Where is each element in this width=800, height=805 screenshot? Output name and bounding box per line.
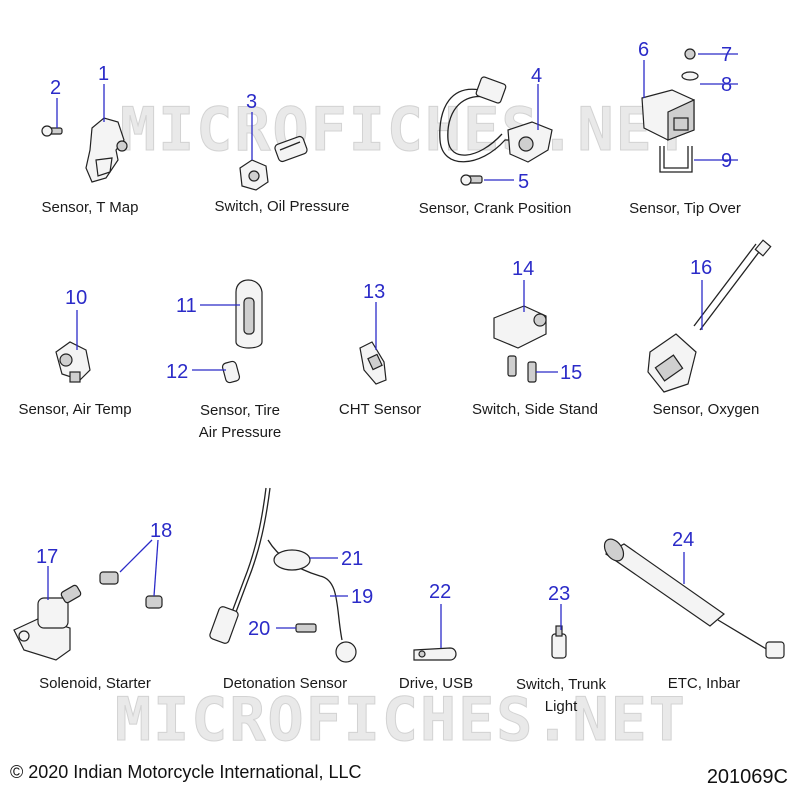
caption-oxygen-sensor: Sensor, Oxygen (652, 401, 760, 418)
caption-side-stand-switch: Switch, Side Stand (472, 401, 598, 418)
callout-13: 13 (363, 281, 385, 303)
etc-inbar-illustration (603, 538, 785, 659)
air-temp-sensor-illustration (55, 341, 91, 383)
caption-t-map-sensor: Sensor, T Map (41, 199, 139, 216)
caption-crank-position-sensor: Sensor, Crank Position (418, 200, 572, 217)
detonation-sensor-illustration (209, 487, 357, 663)
crank-position-sensor-illustration (439, 76, 553, 186)
oil-pressure-switch-illustration (239, 135, 308, 191)
callout-1: 1 (98, 63, 109, 85)
callout-20: 20 (248, 618, 270, 640)
callout-22: 22 (429, 581, 451, 603)
trunk-light-switch-illustration (551, 625, 567, 659)
side-stand-switch-illustration (493, 305, 547, 383)
cht-sensor-illustration (359, 341, 387, 385)
caption-tip-over-sensor: Sensor, Tip Over (629, 200, 741, 217)
callout-21: 21 (341, 548, 363, 570)
callout-23: 23 (548, 583, 570, 605)
oxygen-sensor-illustration (647, 239, 772, 393)
callout-7: 7 (721, 44, 732, 66)
caption-detonation-sensor: Detonation Sensor (222, 675, 348, 692)
callout-4: 4 (531, 65, 542, 87)
watermark-bottom: MICROFICHES.NET (115, 685, 687, 755)
caption-oil-pressure-switch: Switch, Oil Pressure (214, 198, 350, 215)
callout-5: 5 (518, 171, 529, 193)
callout-11: 11 (176, 295, 197, 317)
callout-18: 18 (150, 520, 172, 542)
caption-air-temp-sensor: Sensor, Air Temp (18, 401, 132, 418)
caption-cht-sensor: CHT Sensor (338, 401, 422, 418)
callout-14: 14 (512, 258, 534, 280)
callout-16: 16 (690, 257, 712, 279)
caption-starter-solenoid: Solenoid, Starter (39, 675, 151, 692)
callout-17: 17 (36, 546, 58, 568)
tip-over-sensor-illustration (641, 48, 699, 173)
callout-8: 8 (721, 74, 732, 96)
callout-2: 2 (50, 77, 61, 99)
callout-10: 10 (65, 287, 87, 309)
callout-6: 6 (638, 39, 649, 61)
callout-19: 19 (351, 586, 373, 608)
t-map-sensor-illustration (41, 117, 128, 183)
caption-usb-drive: Drive, USB (398, 675, 474, 692)
leader-line-18b (153, 539, 159, 597)
document-id: 201069C (706, 766, 788, 788)
caption-tire-sensor-line1: Sensor, Tire (199, 402, 281, 419)
copyright-notice: © 2020 Indian Motorcycle International, … (10, 762, 362, 782)
callout-3: 3 (246, 91, 257, 113)
caption-trunk-light-switch-line1: Switch, Trunk (515, 676, 607, 693)
callout-9: 9 (721, 150, 732, 172)
callout-24: 24 (672, 529, 694, 551)
watermark-top: MICROFICHES.NET (120, 95, 692, 165)
starter-solenoid-illustration (13, 571, 163, 661)
caption-trunk-light-switch-line2: Light (544, 698, 578, 715)
usb-drive-illustration (413, 647, 457, 661)
caption-tire-sensor-line2: Air Pressure (198, 424, 282, 441)
callout-15: 15 (560, 362, 582, 384)
leader-line-18a (119, 539, 153, 573)
callout-12: 12 (166, 361, 188, 383)
tire-pressure-sensor-illustration (221, 279, 263, 384)
caption-etc-inbar: ETC, Inbar (667, 675, 741, 692)
